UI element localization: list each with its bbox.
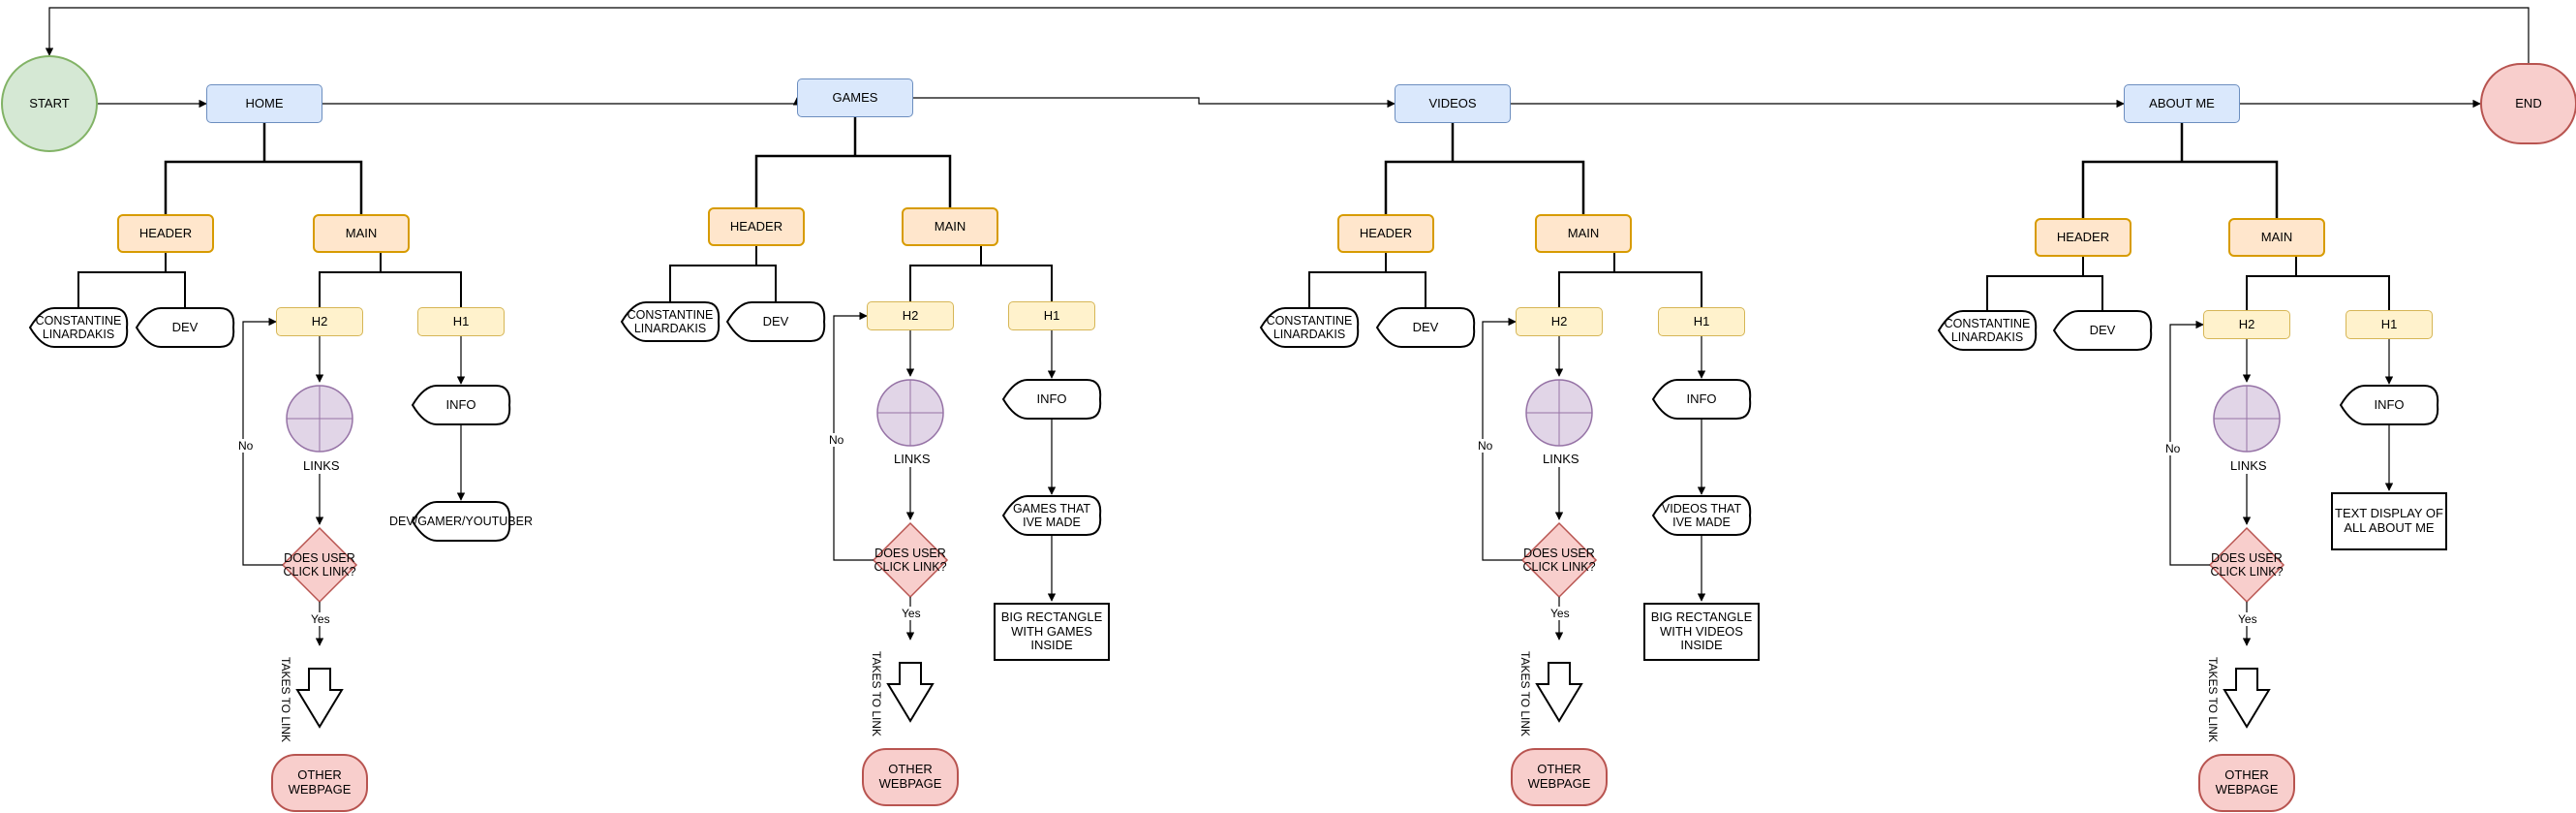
yes-label-3: Yes [2237,612,2258,626]
decision-diamond-3 [2208,526,2285,604]
no-label-1: No [828,433,845,447]
h1-node-2: H1 [1658,307,1745,336]
info-display-shape-1 [1001,379,1102,420]
tree-bracket-page-0 [164,160,363,214]
other-webpage-node-0: OTHER WEBPAGE [271,754,368,812]
header-node-0: HEADER [117,214,214,253]
h2-node-2: H2 [1516,307,1603,336]
info-display-shape-2 [1651,379,1752,420]
no-label-3: No [2164,442,2182,455]
h2-node-0: H2 [276,307,363,336]
links-label-1: LINKS [894,452,931,466]
main-bracket-0 [319,271,462,313]
yes-label-1: Yes [901,607,922,620]
header-bracket-3 [1986,275,2103,311]
display-shape-dev-2 [1375,307,1476,348]
content-box-2: BIG RECTANGLE WITH VIDEOS INSIDE [1643,603,1760,661]
display-shape-name-3 [1937,310,2038,351]
content-box-3: TEXT DISPLAY OF ALL ABOUT ME [2331,492,2447,550]
page-node-0: HOME [206,84,322,123]
h1-node-0: H1 [417,307,505,336]
connector-games-to-videos [913,97,1395,109]
display-shape-dev-1 [725,301,826,342]
child-display-shape-2 [1651,495,1752,536]
display-shape-name-1 [620,301,721,342]
decision-diamond-1 [872,521,949,599]
links-label-0: LINKS [303,458,340,473]
yes-label-0: Yes [310,612,331,626]
main-node-0: MAIN [313,214,410,253]
connector-home-to-games [322,97,802,106]
start-node: START [1,55,98,152]
main-bracket-2 [1558,271,1702,313]
page-node-2: VIDEOS [1395,84,1511,123]
takes-to-link-label-3: TAKES TO LINK [2206,657,2220,743]
takes-to-link-label-1: TAKES TO LINK [870,651,883,737]
main-bracket-1 [909,265,1053,307]
down-arrow-shape-1 [886,662,935,723]
h2-node-3: H2 [2203,310,2290,339]
main-node-1: MAIN [902,207,998,246]
header-node-1: HEADER [708,207,805,246]
down-arrow-shape-0 [295,668,344,729]
takes-to-link-label-0: TAKES TO LINK [279,657,292,743]
decision-diamond-2 [1520,521,1598,599]
decision-diamond-0 [281,526,358,604]
down-arrow-shape-3 [2223,668,2271,729]
main-bracket-3 [2246,275,2390,316]
other-webpage-node-1: OTHER WEBPAGE [862,748,959,806]
page-node-3: ABOUT ME [2124,84,2240,123]
h1-node-1: H1 [1008,301,1095,330]
h2-node-1: H2 [867,301,954,330]
header-bracket-1 [669,265,777,302]
display-shape-dev-3 [2052,310,2153,351]
header-bracket-0 [77,271,186,308]
tree-bracket-page-2 [1384,160,1585,214]
no-label-2: No [1477,439,1494,453]
takes-to-link-label-2: TAKES TO LINK [1518,651,1532,737]
loop-connector-end-to-start [45,7,2530,63]
header-bracket-2 [1308,271,1426,308]
yes-label-2: Yes [1549,607,1571,620]
no-label-0: No [237,439,255,453]
other-webpage-node-3: OTHER WEBPAGE [2198,754,2295,812]
h1-node-3: H1 [2346,310,2433,339]
child-display-shape-1 [1001,495,1102,536]
child-display-shape-0 [411,501,511,542]
main-node-3: MAIN [2228,218,2325,257]
info-display-shape-0 [411,385,511,425]
links-label-2: LINKS [1543,452,1579,466]
down-arrow-shape-2 [1535,662,1583,723]
display-shape-name-0 [28,307,129,348]
content-box-1: BIG RECTANGLE WITH GAMES INSIDE [994,603,1110,661]
tree-bracket-page-1 [754,154,952,207]
other-webpage-node-2: OTHER WEBPAGE [1511,748,1608,806]
display-shape-dev-0 [135,307,235,348]
end-node: END [2480,63,2576,144]
tree-bracket-page-3 [2081,160,2279,218]
display-shape-name-2 [1259,307,1360,348]
links-label-3: LINKS [2230,458,2267,473]
main-node-2: MAIN [1535,214,1632,253]
info-display-shape-3 [2339,385,2439,425]
header-node-2: HEADER [1337,214,1434,253]
header-node-3: HEADER [2035,218,2131,257]
page-node-1: GAMES [797,78,913,117]
